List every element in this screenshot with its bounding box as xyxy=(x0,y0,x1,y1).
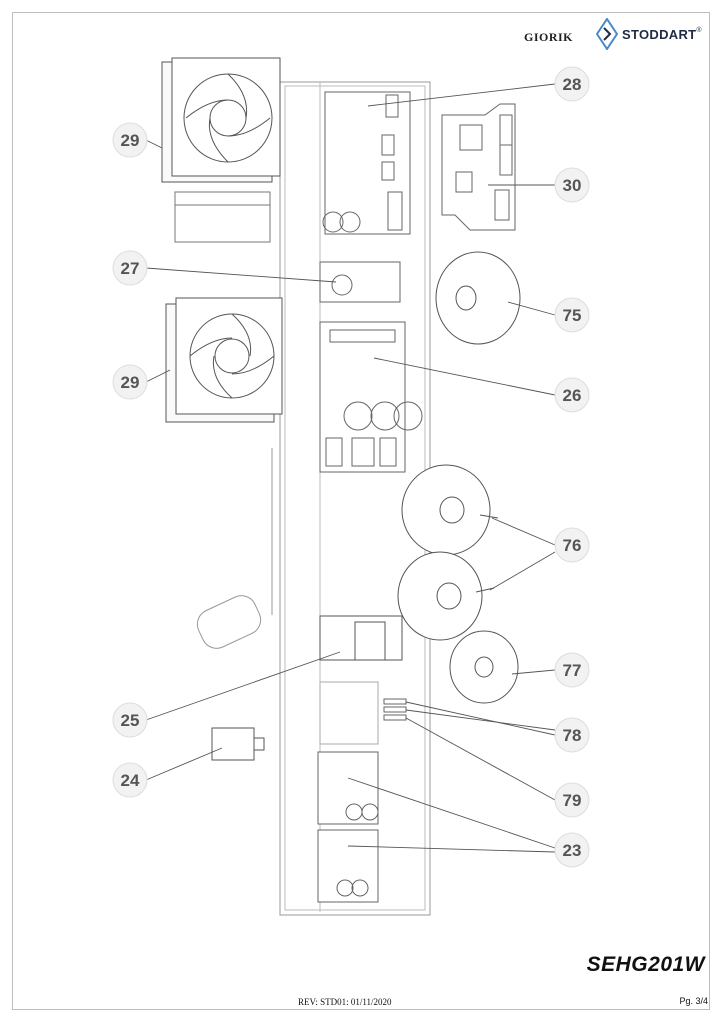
page-frame xyxy=(12,12,710,1010)
model-number: SEHG201W xyxy=(586,953,705,976)
page-number: Pg. 3/4 xyxy=(679,996,708,1006)
fan-middle xyxy=(165,297,283,423)
callout-79-label: 79 xyxy=(563,791,582,810)
callout-29-top: 29 xyxy=(112,122,148,158)
filter-capacitor xyxy=(196,595,262,649)
callout-75: 75 xyxy=(554,297,590,333)
giorik-logo: GIORIK xyxy=(524,30,574,44)
revision-text: REV: STD01: 01/11/2020 xyxy=(298,997,392,1007)
callout-23: 23 xyxy=(554,832,590,868)
board-23-upper xyxy=(317,751,379,825)
callout-24-label: 24 xyxy=(121,771,140,790)
toroid-75 xyxy=(435,251,521,345)
stoddart-logo: STODDART ® xyxy=(596,18,702,50)
callout-76-label: 76 xyxy=(563,536,582,555)
leader-lines xyxy=(145,83,556,853)
registered-mark: ® xyxy=(696,26,702,34)
callout-30-label: 30 xyxy=(563,176,582,195)
toroid-76-upper xyxy=(401,464,499,556)
stoddart-wordmark: STODDART xyxy=(622,26,697,42)
callout-23-label: 23 xyxy=(563,841,582,860)
callout-29-middle: 29 xyxy=(112,364,148,400)
callout-25-label: 25 xyxy=(121,711,140,730)
terminal-strip xyxy=(319,681,379,745)
callout-25: 25 xyxy=(112,702,148,738)
switch-24 xyxy=(211,727,265,761)
callout-28-label: 28 xyxy=(563,75,582,94)
callout-24: 24 xyxy=(112,762,148,798)
relay-block xyxy=(174,191,271,243)
contactor-25 xyxy=(319,615,403,661)
fuses-78-79 xyxy=(383,698,407,721)
callout-26: 26 xyxy=(554,377,590,413)
callout-27: 27 xyxy=(112,250,148,286)
callout-28: 28 xyxy=(554,66,590,102)
callout-75-label: 75 xyxy=(563,306,582,325)
callout-79: 79 xyxy=(554,782,590,818)
fan-top xyxy=(161,57,281,183)
callout-29-top-label: 29 xyxy=(121,131,140,150)
toroid-77 xyxy=(449,630,519,704)
callout-77: 77 xyxy=(554,652,590,688)
control-board-28 xyxy=(322,91,411,235)
callout-29-middle-label: 29 xyxy=(121,373,140,392)
callout-77-label: 77 xyxy=(563,661,582,680)
stoddart-diamond-icon xyxy=(596,18,618,50)
callout-27-label: 27 xyxy=(121,259,140,278)
callout-76: 76 xyxy=(554,527,590,563)
callout-26-label: 26 xyxy=(563,386,582,405)
callout-30: 30 xyxy=(554,167,590,203)
callout-78: 78 xyxy=(554,717,590,753)
callout-78-label: 78 xyxy=(563,726,582,745)
interface-board-30 xyxy=(441,103,516,231)
power-board-26 xyxy=(319,321,423,473)
toroid-76-lower xyxy=(397,551,495,641)
board-23-lower xyxy=(317,829,379,903)
